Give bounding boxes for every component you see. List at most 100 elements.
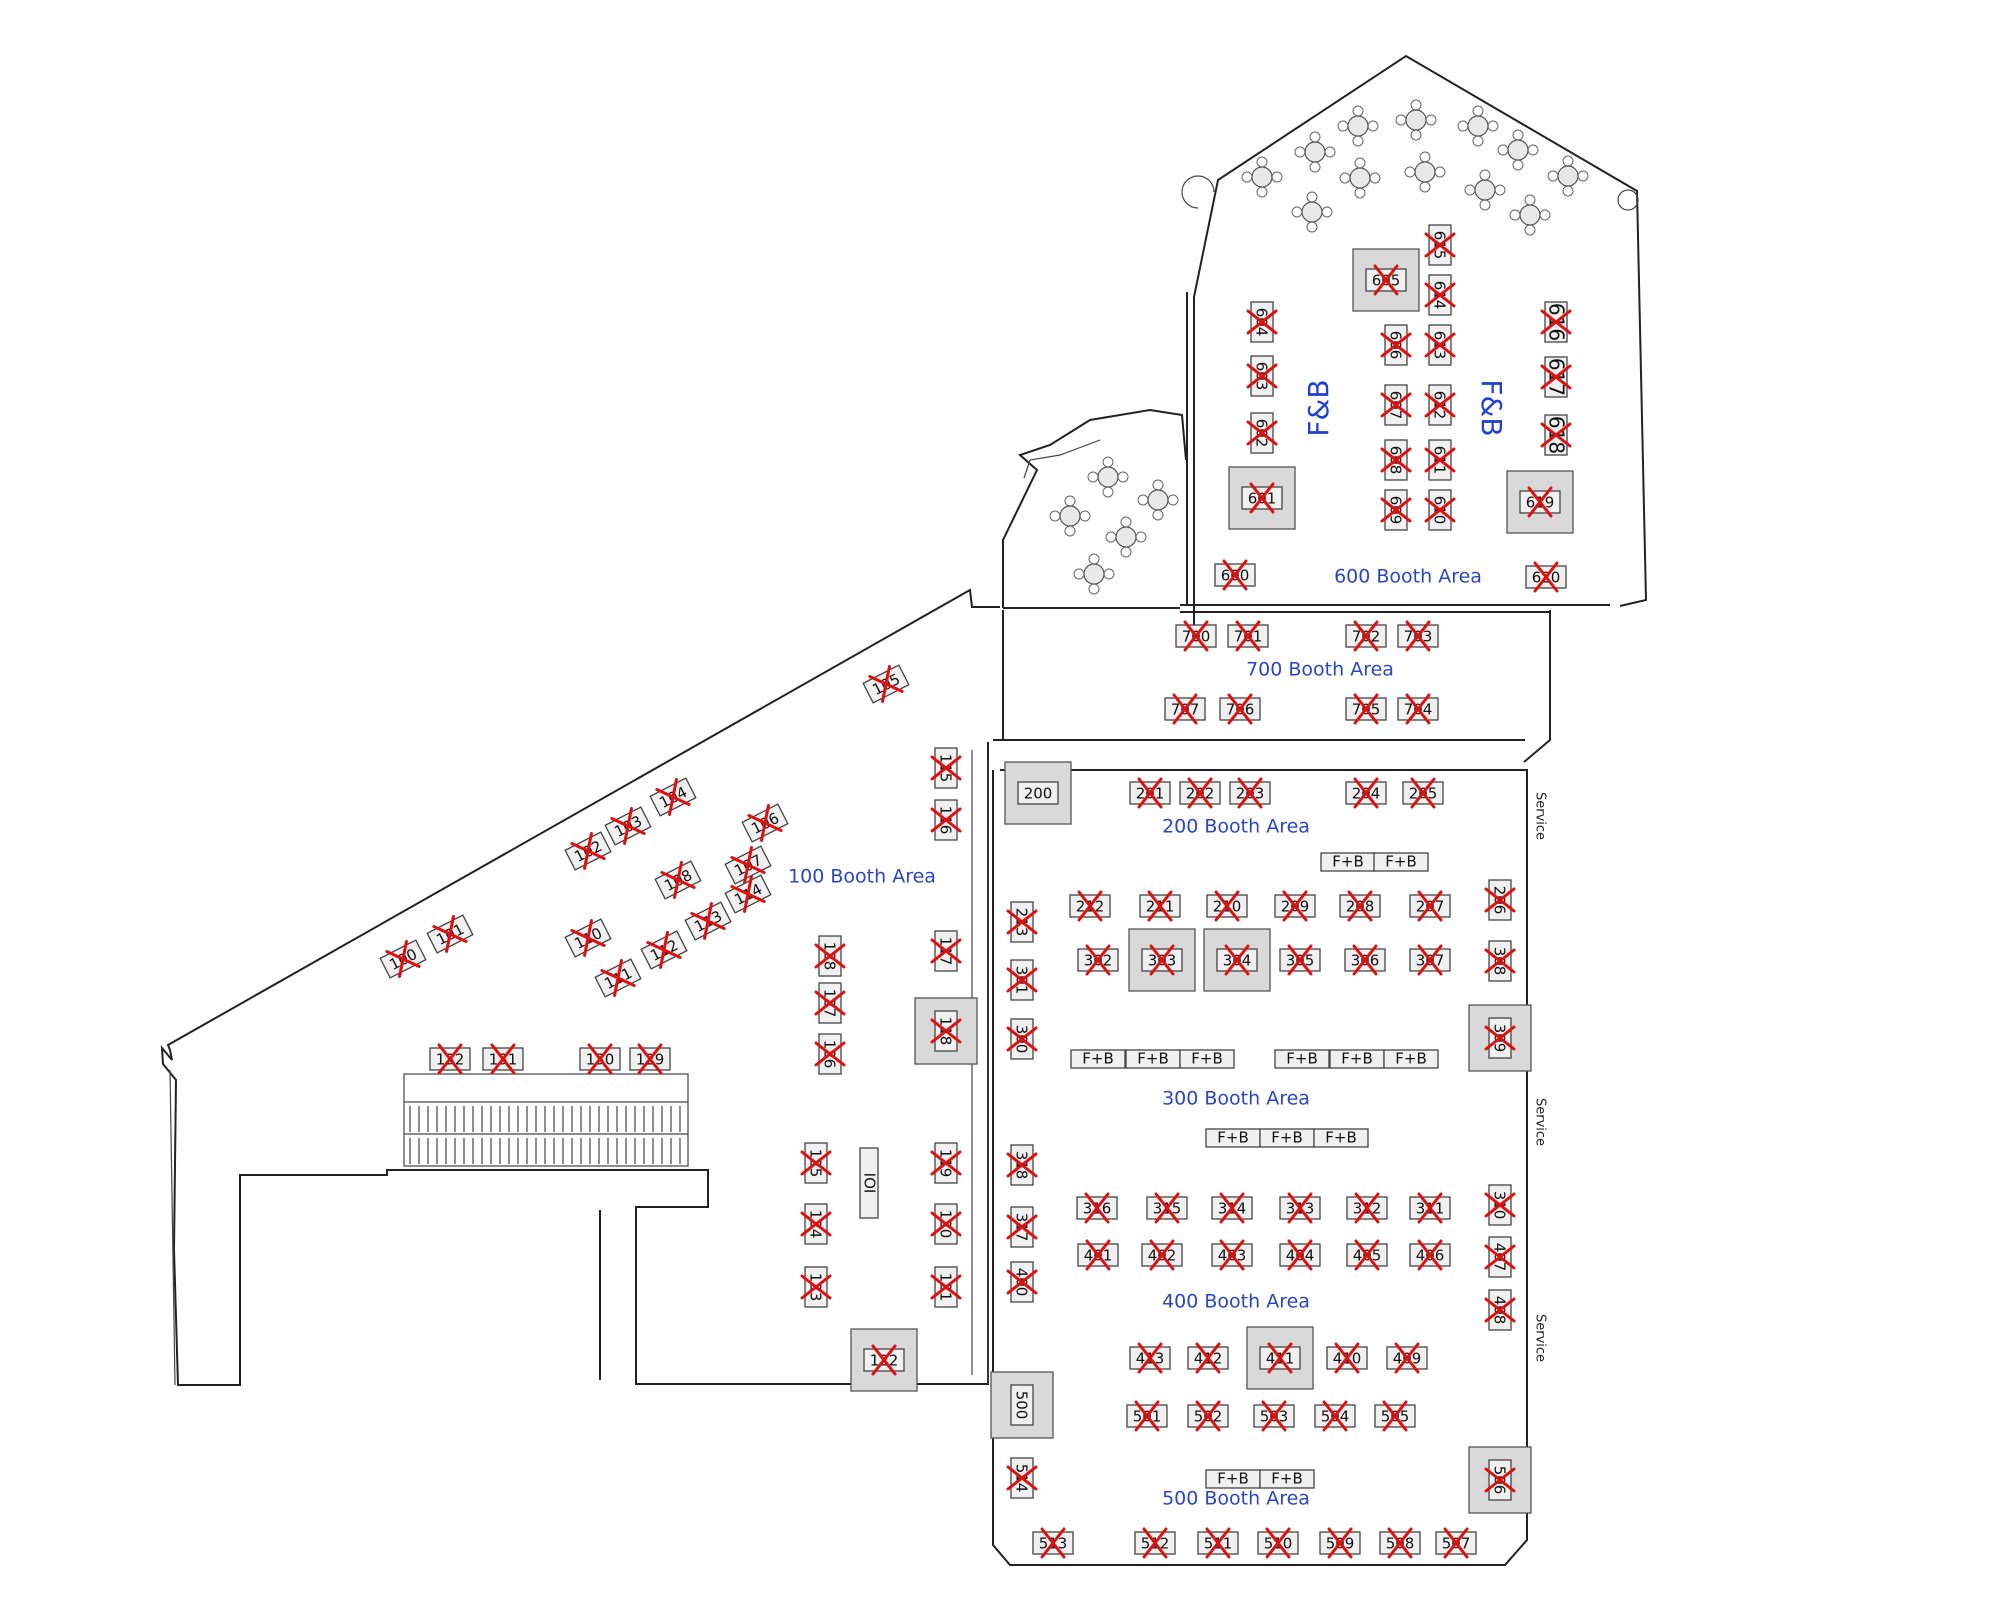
booth-619[interactable]: 619: [1506, 470, 1574, 534]
booth-702[interactable]: 702: [1345, 620, 1387, 652]
booth-103[interactable]: 103: [604, 804, 652, 847]
booth-305[interactable]: 305: [1279, 944, 1321, 976]
booth-612[interactable]: 612: [1424, 384, 1456, 426]
booth-311[interactable]: 311: [1409, 1192, 1451, 1224]
booth-205[interactable]: 205: [1402, 777, 1444, 809]
booth-401[interactable]: 401: [1077, 1239, 1119, 1271]
booth-400[interactable]: 400: [1006, 1261, 1038, 1303]
booth-505[interactable]: 505: [1374, 1400, 1416, 1432]
booth-405[interactable]: 405: [1346, 1239, 1388, 1271]
booth-306[interactable]: 306: [1344, 944, 1386, 976]
booth-413[interactable]: 413: [1129, 1342, 1171, 1374]
booth-112[interactable]: 112: [640, 928, 688, 971]
booth-614[interactable]: 614: [1424, 274, 1456, 316]
booth-616[interactable]: 616: [1540, 301, 1572, 343]
booth-130[interactable]: 130: [579, 1043, 621, 1075]
booth-210[interactable]: 210: [1206, 890, 1248, 922]
booth-101[interactable]: 101: [426, 912, 474, 955]
booth-510[interactable]: 510: [1257, 1527, 1299, 1559]
booth-611[interactable]: 611: [1424, 439, 1456, 481]
booth-402[interactable]: 402: [1141, 1239, 1183, 1271]
booth-602[interactable]: 602: [1246, 412, 1278, 454]
booth-410[interactable]: 410: [1326, 1342, 1368, 1374]
booth-126[interactable]: 126: [814, 1033, 846, 1075]
booth-404[interactable]: 404: [1279, 1239, 1321, 1271]
booth-500[interactable]: 500: [990, 1371, 1054, 1439]
booth-503[interactable]: 503: [1253, 1400, 1295, 1432]
booth-304[interactable]: 304: [1203, 928, 1271, 992]
booth-206[interactable]: 206: [1484, 879, 1516, 921]
booth-513[interactable]: 513: [1032, 1527, 1074, 1559]
booth-102[interactable]: 102: [564, 829, 612, 872]
booth-303[interactable]: 303: [1128, 928, 1196, 992]
booth-508[interactable]: 508: [1379, 1527, 1421, 1559]
booth-128[interactable]: 128: [814, 935, 846, 977]
booth-100[interactable]: 100: [379, 937, 427, 980]
booth-609[interactable]: 609: [1380, 489, 1412, 531]
booth-620[interactable]: 620: [1525, 561, 1567, 593]
booth-412[interactable]: 412: [1187, 1342, 1229, 1374]
booth-123[interactable]: 123: [800, 1266, 832, 1308]
booth-610[interactable]: 610: [1424, 489, 1456, 531]
booth-211[interactable]: 211: [1139, 890, 1181, 922]
booth-618[interactable]: 618: [1540, 414, 1572, 456]
booth-314[interactable]: 314: [1211, 1192, 1253, 1224]
booth-118[interactable]: 118: [914, 997, 978, 1065]
booth-514[interactable]: 514: [1006, 1457, 1038, 1499]
booth-409[interactable]: 409: [1386, 1342, 1428, 1374]
booth-411[interactable]: 411: [1246, 1326, 1314, 1390]
booth-106[interactable]: 106: [741, 801, 789, 844]
booth-406[interactable]: 406: [1409, 1239, 1451, 1271]
booth-104[interactable]: 104: [649, 775, 697, 818]
booth-203[interactable]: 203: [1229, 777, 1271, 809]
booth-310[interactable]: 310: [1484, 1184, 1516, 1226]
booth-707[interactable]: 707: [1164, 693, 1206, 725]
booth-600[interactable]: 600: [1214, 559, 1256, 591]
booth-301[interactable]: 301: [1006, 959, 1038, 1001]
booth-212[interactable]: 212: [1069, 890, 1111, 922]
booth-131[interactable]: 131: [482, 1043, 524, 1075]
booth-110[interactable]: 110: [564, 916, 612, 959]
booth-209[interactable]: 209: [1274, 890, 1316, 922]
booth-706[interactable]: 706: [1219, 693, 1261, 725]
booth-315[interactable]: 315: [1146, 1192, 1188, 1224]
booth-108[interactable]: 108: [654, 858, 702, 901]
booth-703[interactable]: 703: [1397, 620, 1439, 652]
booth-125[interactable]: 125: [800, 1142, 832, 1184]
booth-507[interactable]: 507: [1435, 1527, 1477, 1559]
booth-705[interactable]: 705: [1345, 693, 1387, 725]
booth-119[interactable]: 119: [930, 1142, 962, 1184]
booth-208[interactable]: 208: [1339, 890, 1381, 922]
booth-617[interactable]: 617: [1540, 356, 1572, 398]
booth-604[interactable]: 604: [1246, 301, 1278, 343]
booth-408[interactable]: 408: [1484, 1289, 1516, 1331]
booth-121[interactable]: 121: [930, 1266, 962, 1308]
booth-201[interactable]: 201: [1129, 777, 1171, 809]
booth-107[interactable]: 107: [724, 843, 772, 886]
booth-308[interactable]: 308: [1484, 940, 1516, 982]
booth-704[interactable]: 704: [1397, 693, 1439, 725]
booth-122[interactable]: 122: [850, 1328, 918, 1392]
booth-132[interactable]: 132: [429, 1043, 471, 1075]
booth-207[interactable]: 207: [1409, 890, 1451, 922]
booth-601[interactable]: 601: [1228, 466, 1296, 530]
booth-115[interactable]: 115: [930, 747, 962, 789]
booth-124[interactable]: 124: [800, 1203, 832, 1245]
booth-307[interactable]: 307: [1409, 944, 1451, 976]
booth-501[interactable]: 501: [1126, 1400, 1168, 1432]
booth-105[interactable]: 105: [862, 662, 910, 705]
booth-509[interactable]: 509: [1319, 1527, 1361, 1559]
booth-200[interactable]: 200: [1004, 761, 1072, 825]
booth-407[interactable]: 407: [1484, 1236, 1516, 1278]
booth-202[interactable]: 202: [1179, 777, 1221, 809]
booth-605[interactable]: 605: [1352, 248, 1420, 312]
booth-615[interactable]: 615: [1424, 224, 1456, 266]
booth-313[interactable]: 313: [1279, 1192, 1321, 1224]
booth-608[interactable]: 608: [1380, 439, 1412, 481]
booth-317[interactable]: 317: [1006, 1206, 1038, 1248]
booth-318[interactable]: 318: [1006, 1144, 1038, 1186]
booth-603[interactable]: 603: [1246, 355, 1278, 397]
booth-312[interactable]: 312: [1346, 1192, 1388, 1224]
booth-117[interactable]: 117: [930, 930, 962, 972]
booth-120[interactable]: 120: [930, 1203, 962, 1245]
